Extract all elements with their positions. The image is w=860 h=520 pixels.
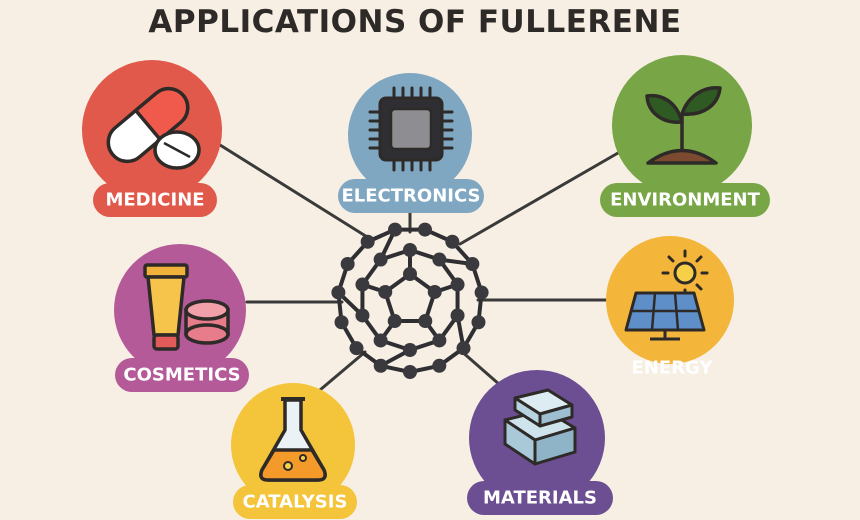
- environment-node: ENVIRONMENT: [600, 55, 770, 217]
- catalysis-node: CATALYSIS: [231, 383, 357, 519]
- medicine-label-pill: [93, 183, 217, 217]
- cosmetics-label: COSMETICS: [123, 365, 240, 386]
- fullerene-atom: [373, 252, 388, 267]
- fullerene-atom: [387, 314, 402, 329]
- fullerene-atom: [360, 234, 375, 249]
- fullerene-atom: [456, 341, 471, 356]
- fullerene-atom: [465, 257, 480, 271]
- materials-node: MATERIALS: [467, 370, 613, 515]
- catalysis-label-pill: [233, 485, 357, 519]
- fullerene-atom: [403, 243, 417, 257]
- fullerene-atom: [355, 277, 370, 292]
- fullerene-atom: [331, 285, 346, 300]
- connectors: [218, 143, 620, 392]
- fullerene-atom: [450, 277, 465, 292]
- fullerene-atom: [355, 308, 370, 323]
- catalysis-label: CATALYSIS: [243, 492, 348, 513]
- electronics-label: ELECTRONICS: [342, 186, 481, 207]
- fullerene-atom: [450, 308, 465, 323]
- energy-label: ENERGY: [632, 358, 714, 379]
- connector-environment: [458, 151, 620, 246]
- fullerene-atom: [373, 333, 388, 348]
- cream-tube-icon: [143, 263, 189, 351]
- medicine-label: MEDICINE: [105, 190, 204, 211]
- electronics-label-pill: [338, 179, 484, 213]
- connector-materials: [458, 348, 502, 387]
- fullerene-atom: [403, 343, 417, 357]
- diagram-title: APPLICATIONS OF FULLERENE: [148, 4, 682, 40]
- medicine-node: MEDICINE: [82, 60, 222, 217]
- fullerene-atom: [388, 222, 403, 237]
- fullerene-atom: [378, 284, 393, 299]
- compact-powder-icon: [184, 299, 230, 345]
- environment-label: ENVIRONMENT: [610, 190, 760, 211]
- fullerene-atom: [334, 315, 349, 330]
- fullerene-atom: [349, 341, 364, 356]
- microchip-icon: [368, 86, 454, 172]
- fullerene-atom: [432, 358, 447, 373]
- electronics-node: ELECTRONICS: [338, 73, 484, 213]
- seedling-icon: [645, 86, 722, 165]
- fullerene-atom: [445, 234, 460, 249]
- fullerene-atom: [427, 284, 442, 299]
- fullerene-atom: [340, 257, 355, 271]
- fullerene-atom: [417, 222, 432, 237]
- metal-ingots-icon: [503, 388, 577, 466]
- fullerene-atom: [432, 252, 447, 267]
- pill-capsule-icon: [106, 86, 201, 170]
- fullerene-atom: [403, 365, 417, 379]
- connector-medicine: [218, 143, 374, 242]
- connector-catalysis: [318, 350, 367, 392]
- fullerene-atom: [432, 333, 447, 348]
- solar-panel-icon: [624, 291, 706, 341]
- sun-icon: [661, 249, 709, 297]
- flask-icon: [259, 397, 327, 482]
- materials-label-pill: [467, 481, 613, 515]
- energy-node: ENERGY: [606, 236, 734, 379]
- fullerene-atom: [471, 315, 486, 330]
- fullerene-atom: [403, 267, 417, 281]
- environment-label-pill: [600, 183, 770, 217]
- fullerene-atom: [418, 314, 433, 329]
- cosmetics-node: COSMETICS: [114, 244, 249, 392]
- fullerene-molecule-icon: [331, 222, 489, 379]
- fullerene-atom: [373, 358, 388, 373]
- fullerene-atom: [474, 285, 489, 300]
- materials-label: MATERIALS: [483, 488, 597, 509]
- cosmetics-label-pill: [115, 358, 249, 392]
